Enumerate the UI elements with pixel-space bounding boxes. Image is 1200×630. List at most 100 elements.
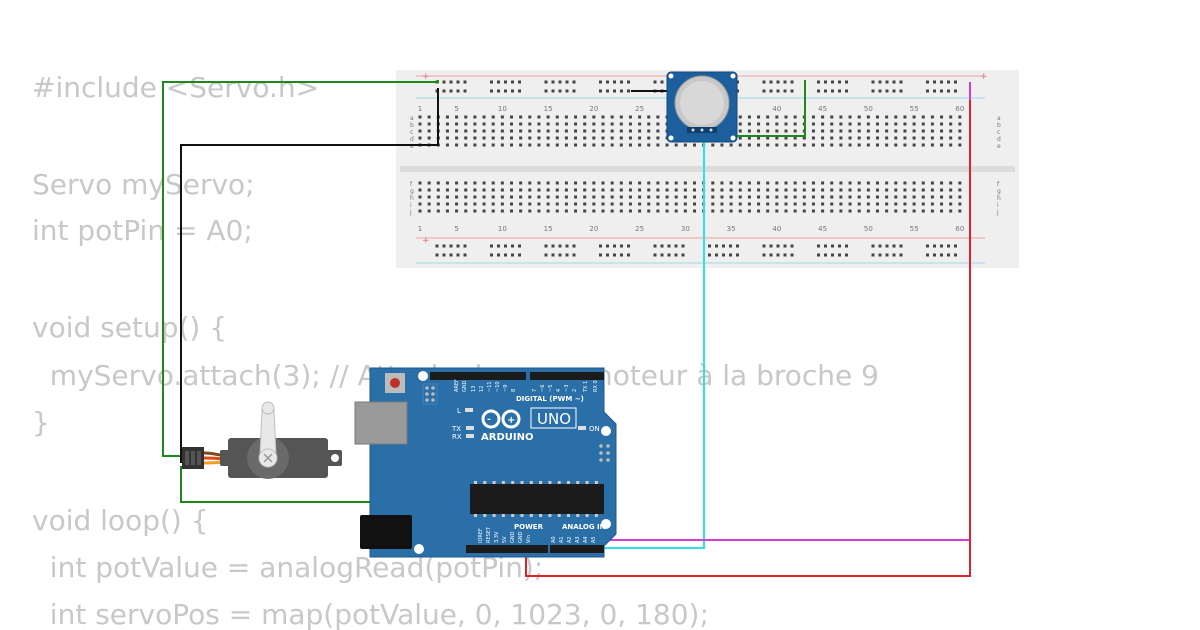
breadboard-hole[interactable] xyxy=(638,136,642,140)
breadboard-hole[interactable] xyxy=(537,115,541,119)
breadboard-hole[interactable] xyxy=(638,188,642,192)
breadboard-hole[interactable] xyxy=(665,181,669,185)
rail-hole[interactable] xyxy=(947,253,950,257)
breadboard-hole[interactable] xyxy=(784,115,788,119)
breadboard-hole[interactable] xyxy=(876,115,879,119)
rail-hole[interactable] xyxy=(674,244,678,248)
breadboard-hole[interactable] xyxy=(455,136,459,140)
breadboard-hole[interactable] xyxy=(674,202,678,206)
rail-hole[interactable] xyxy=(674,253,678,257)
breadboard-hole[interactable] xyxy=(693,195,696,199)
breadboard-hole[interactable] xyxy=(574,188,578,192)
rail-hole[interactable] xyxy=(783,253,787,257)
rail-hole[interactable] xyxy=(551,80,555,84)
breadboard-hole[interactable] xyxy=(674,195,678,199)
rail-hole[interactable] xyxy=(817,80,820,84)
breadboard-hole[interactable] xyxy=(821,143,825,147)
breadboard-hole[interactable] xyxy=(912,209,916,213)
breadboard-hole[interactable] xyxy=(903,181,907,185)
breadboard-hole[interactable] xyxy=(821,202,825,206)
breadboard-hole[interactable] xyxy=(464,202,468,206)
breadboard-hole[interactable] xyxy=(930,129,934,133)
breadboard-hole[interactable] xyxy=(885,129,889,133)
rail-hole[interactable] xyxy=(653,253,657,257)
breadboard-hole[interactable] xyxy=(720,195,724,199)
breadboard-hole[interactable] xyxy=(784,122,788,126)
breadboard-hole[interactable] xyxy=(784,129,788,133)
breadboard-hole[interactable] xyxy=(848,188,852,192)
breadboard-hole[interactable] xyxy=(903,115,907,119)
rail-hole[interactable] xyxy=(838,253,841,257)
breadboard-hole[interactable] xyxy=(592,115,596,119)
rail-hole[interactable] xyxy=(627,244,630,248)
breadboard-hole[interactable] xyxy=(546,115,550,119)
breadboard-hole[interactable] xyxy=(839,136,843,140)
rail-hole[interactable] xyxy=(490,253,493,257)
breadboard-hole[interactable] xyxy=(491,188,495,192)
rail-hole[interactable] xyxy=(449,244,453,248)
breadboard-hole[interactable] xyxy=(711,181,715,185)
breadboard-hole[interactable] xyxy=(848,181,852,185)
breadboard-hole[interactable] xyxy=(866,143,870,147)
rail-hole[interactable] xyxy=(954,253,957,257)
breadboard-hole[interactable] xyxy=(912,143,916,147)
rail-hole[interactable] xyxy=(544,244,548,248)
breadboard-hole[interactable] xyxy=(930,143,934,147)
rail-hole[interactable] xyxy=(790,89,794,93)
rail-hole[interactable] xyxy=(729,253,732,257)
rail-hole[interactable] xyxy=(899,244,903,248)
rail-hole[interactable] xyxy=(511,89,514,93)
breadboard-hole[interactable] xyxy=(601,202,605,206)
breadboard-hole[interactable] xyxy=(766,115,770,119)
breadboard-hole[interactable] xyxy=(940,202,944,206)
breadboard-hole[interactable] xyxy=(574,129,578,133)
breadboard-hole[interactable] xyxy=(839,209,843,213)
breadboard-hole[interactable] xyxy=(775,129,779,133)
breadboard-hole[interactable] xyxy=(555,115,559,119)
breadboard-hole[interactable] xyxy=(528,143,532,147)
breadboard-hole[interactable] xyxy=(574,136,578,140)
rail-hole[interactable] xyxy=(831,80,834,84)
breadboard-hole[interactable] xyxy=(757,188,761,192)
breadboard-hole[interactable] xyxy=(537,136,541,140)
rail-hole[interactable] xyxy=(722,253,725,257)
breadboard-hole[interactable] xyxy=(610,115,614,119)
breadboard-hole[interactable] xyxy=(940,188,944,192)
breadboard-hole[interactable] xyxy=(930,136,934,140)
breadboard-hole[interactable] xyxy=(482,122,486,126)
rail-hole[interactable] xyxy=(606,80,609,84)
breadboard-hole[interactable] xyxy=(930,202,934,206)
breadboard-hole[interactable] xyxy=(491,209,495,213)
breadboard-hole[interactable] xyxy=(738,188,742,192)
rail-hole[interactable] xyxy=(511,253,514,257)
rail-hole[interactable] xyxy=(463,89,467,93)
breadboard-hole[interactable] xyxy=(802,188,806,192)
rail-hole[interactable] xyxy=(504,80,507,84)
breadboard-hole[interactable] xyxy=(473,195,477,199)
breadboard-hole[interactable] xyxy=(674,181,678,185)
wire-cyan-pot-signal[interactable] xyxy=(560,132,705,549)
breadboard-hole[interactable] xyxy=(519,136,523,140)
breadboard-hole[interactable] xyxy=(793,143,797,147)
breadboard-hole[interactable] xyxy=(693,202,696,206)
rail-hole[interactable] xyxy=(599,253,602,257)
breadboard-hole[interactable] xyxy=(747,122,751,126)
breadboard-hole[interactable] xyxy=(610,136,614,140)
breadboard-hole[interactable] xyxy=(940,136,944,140)
rail-hole[interactable] xyxy=(653,80,657,84)
breadboard-hole[interactable] xyxy=(949,129,953,133)
breadboard-hole[interactable] xyxy=(473,136,477,140)
breadboard-hole[interactable] xyxy=(830,129,834,133)
rail-hole[interactable] xyxy=(504,89,507,93)
breadboard-hole[interactable] xyxy=(519,115,523,119)
rail-hole[interactable] xyxy=(653,244,657,248)
breadboard-hole[interactable] xyxy=(455,122,459,126)
breadboard-hole[interactable] xyxy=(647,115,651,119)
breadboard-hole[interactable] xyxy=(610,181,614,185)
breadboard-hole[interactable] xyxy=(491,122,495,126)
breadboard-hole[interactable] xyxy=(857,195,861,199)
breadboard-hole[interactable] xyxy=(418,115,422,119)
rail-hole[interactable] xyxy=(736,253,739,257)
breadboard-hole[interactable] xyxy=(848,143,852,147)
breadboard-hole[interactable] xyxy=(436,209,440,213)
